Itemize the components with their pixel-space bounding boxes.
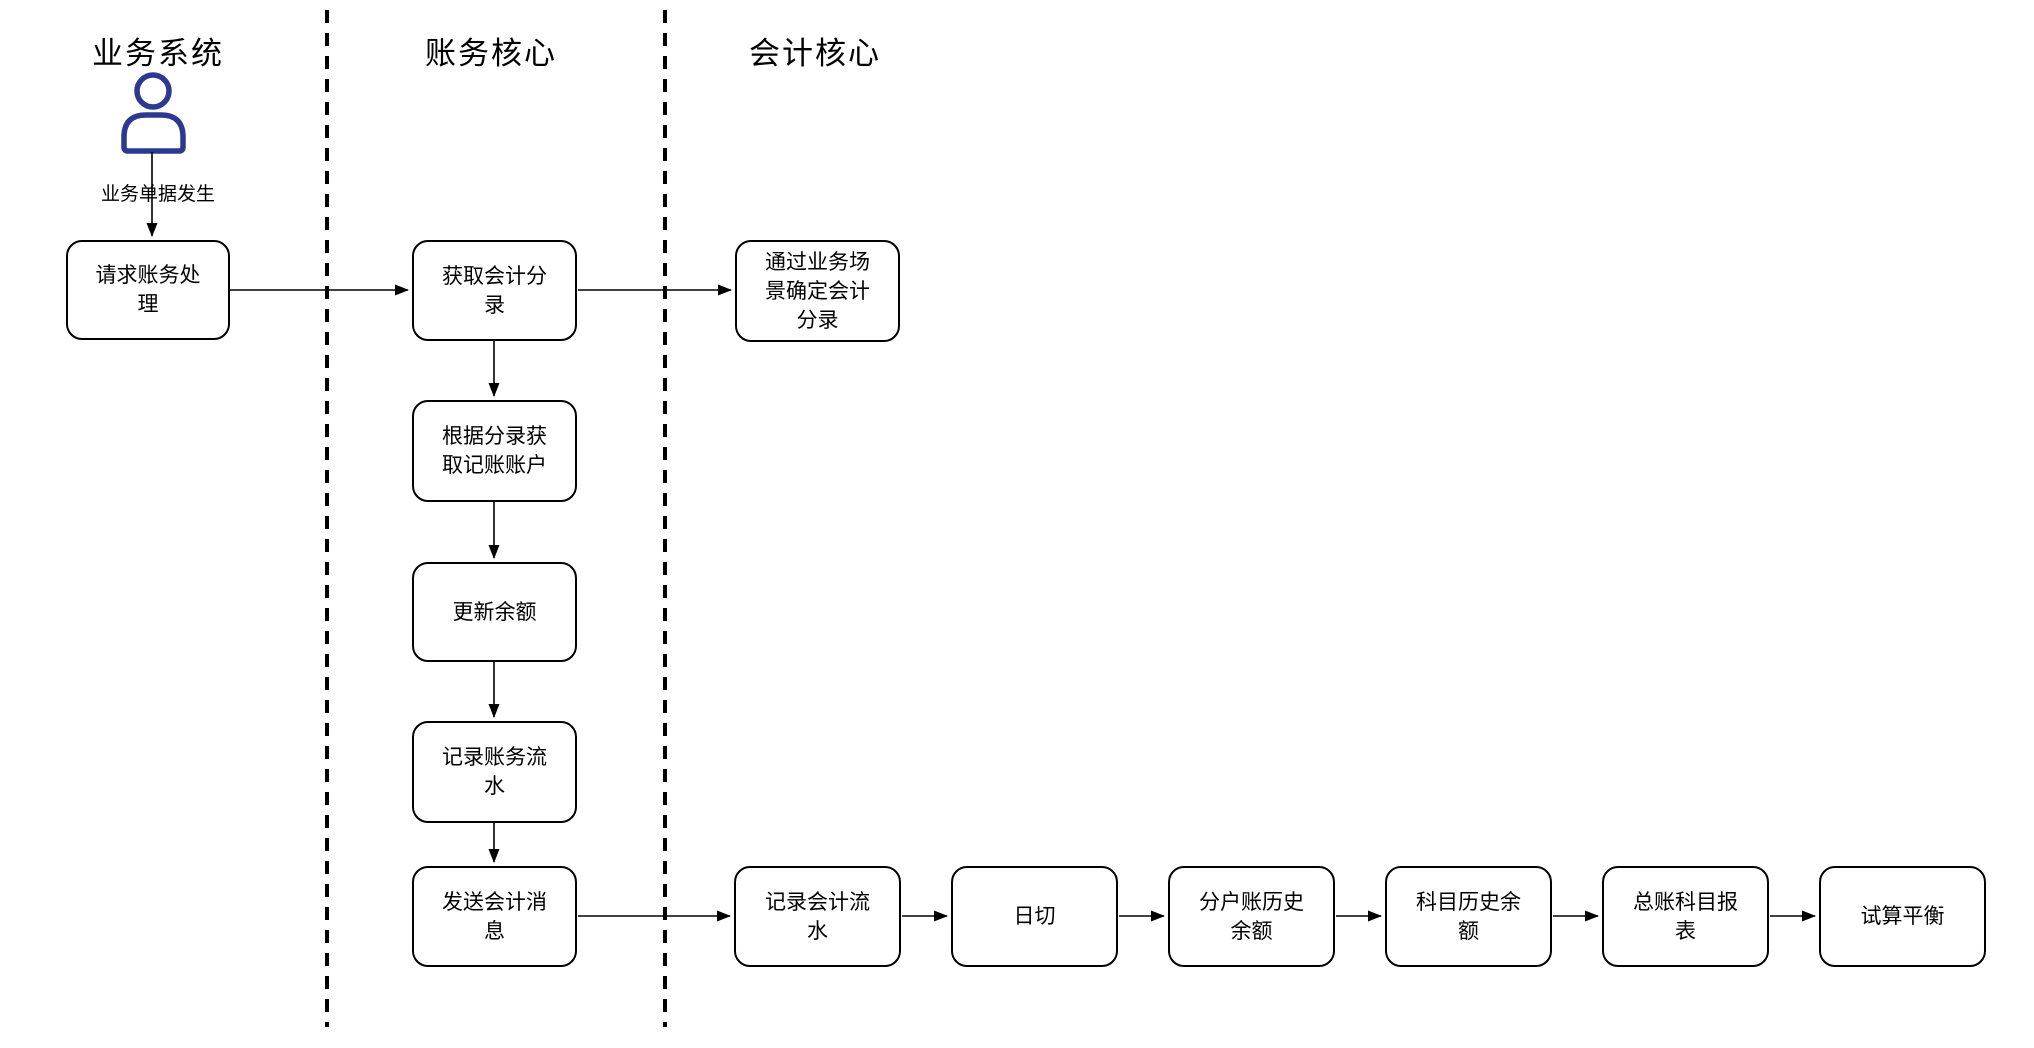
node-get-accounting-entries: 获取会计分 录 [412, 240, 577, 341]
node-determine-entries-by-scene: 通过业务场 景确定会计 分录 [735, 240, 900, 342]
node-get-booking-accounts: 根据分录获 取记账账户 [412, 400, 577, 502]
node-record-accounting-journal: 记录账务流 水 [412, 721, 577, 823]
lane-title-accounting-core: 账务核心 [425, 36, 557, 71]
lane-title-business-system: 业务系统 [92, 36, 224, 71]
node-update-balance: 更新余额 [412, 562, 577, 662]
node-subject-history-balance: 科目历史余 额 [1385, 866, 1552, 967]
lane-title-bookkeeping-core: 会计核心 [749, 36, 881, 71]
node-trial-balance: 试算平衡 [1819, 866, 1986, 967]
node-record-bookkeeping-journal: 记录会计流 水 [734, 866, 901, 967]
node-request-accounting: 请求账务处 理 [66, 240, 230, 340]
node-day-cut: 日切 [951, 866, 1118, 967]
node-gl-subject-report: 总账科目报 表 [1602, 866, 1769, 967]
node-send-accounting-message: 发送会计消 息 [412, 866, 577, 967]
edge-label-business-doc-occurs: 业务单据发生 [100, 184, 216, 205]
node-subledger-history-balance: 分户账历史 余额 [1168, 866, 1335, 967]
user-icon [121, 72, 186, 154]
